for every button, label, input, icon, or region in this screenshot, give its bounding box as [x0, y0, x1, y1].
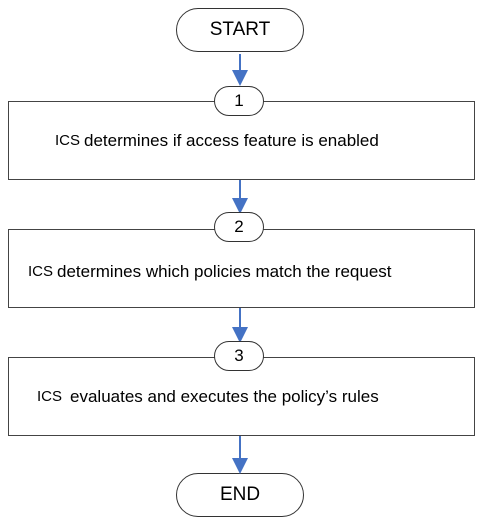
step-1-number-label: 1	[234, 91, 244, 110]
end-label: END	[219, 484, 261, 505]
step-2-number-label: 2	[234, 217, 244, 236]
step-1-prefix: ICS	[55, 132, 81, 149]
step-number-1: 1	[214, 86, 264, 116]
end-terminal: END	[176, 473, 304, 517]
step-3-text: evaluates and executes the policy’s rule…	[70, 386, 379, 406]
step-3-number-label: 3	[234, 346, 244, 365]
step-3-prefix: ICS	[37, 388, 63, 405]
step-number-3: 3	[214, 341, 264, 371]
step-box-2: ICS determines which policies match the …	[8, 229, 475, 308]
step-2-text: determines which policies match the requ…	[57, 261, 392, 281]
start-terminal: START	[176, 8, 304, 52]
step-2-prefix: ICS	[28, 263, 54, 280]
step-number-2: 2	[214, 212, 264, 242]
start-label: START	[209, 19, 271, 40]
step-1-text: determines if access feature is enabled	[84, 130, 379, 150]
